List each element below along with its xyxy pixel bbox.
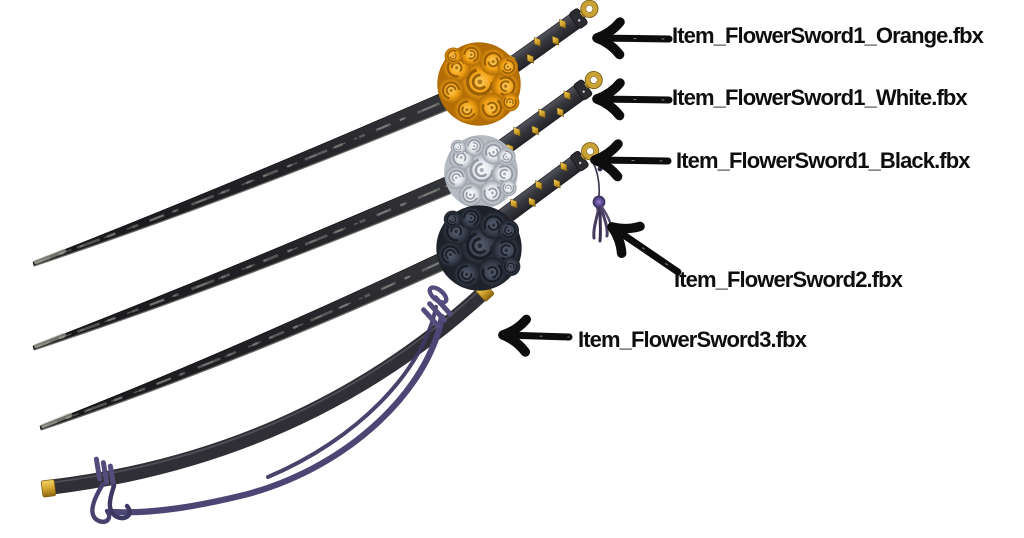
label-flower-sword1-black: Item_FlowerSword1_Black.fbx bbox=[676, 148, 970, 173]
wrap-diamond bbox=[560, 161, 568, 172]
bouquet-orange bbox=[437, 42, 521, 126]
pommel-ring bbox=[585, 71, 603, 89]
label-flower-sword1-orange: Item_FlowerSword1_Orange.fbx bbox=[672, 23, 984, 48]
wrap-diamond bbox=[535, 180, 543, 191]
bouquet-black bbox=[436, 205, 522, 291]
cord-knot-curl bbox=[90, 481, 112, 525]
label-flower-sword2: Item_FlowerSword2.fbx bbox=[674, 267, 903, 292]
arrow-to-sheathed-sword bbox=[498, 314, 573, 357]
bouquet-white bbox=[444, 135, 518, 209]
wrap-diamond bbox=[528, 197, 536, 207]
arrow-to-white-sword bbox=[592, 78, 673, 121]
wrap-diamond bbox=[510, 198, 518, 209]
wrap-diamond bbox=[526, 53, 534, 64]
tsuka-handle-white bbox=[491, 70, 603, 160]
tassel-bead bbox=[592, 195, 606, 209]
cord-top-loop bbox=[427, 285, 449, 305]
wrap-diamond bbox=[513, 126, 521, 137]
katana-blade-white bbox=[32, 154, 503, 351]
scabbard-end-cap bbox=[40, 479, 57, 498]
pommel-ring bbox=[581, 0, 598, 18]
wrap-diamond bbox=[531, 125, 539, 136]
arrow-to-tassel-sword bbox=[607, 221, 682, 276]
arrow-to-black-sword bbox=[590, 139, 672, 182]
wrap-diamond bbox=[533, 36, 541, 47]
wrap-diamond bbox=[538, 108, 546, 119]
label-flower-sword3: Item_FlowerSword3.fbx bbox=[578, 327, 807, 352]
arrow-to-orange-sword bbox=[592, 17, 673, 60]
sageo-cord bbox=[90, 285, 453, 525]
wrap-diamond bbox=[563, 90, 571, 101]
wrap-diamond bbox=[553, 178, 561, 189]
katana-blade-orange bbox=[32, 69, 501, 267]
label-flower-sword1-white: Item_FlowerSword1_White.fbx bbox=[672, 85, 968, 110]
cord-knot-curl bbox=[107, 483, 132, 521]
wrap-diamond bbox=[559, 18, 567, 29]
wrap-diamond bbox=[556, 107, 564, 118]
wrap-diamond bbox=[552, 35, 560, 46]
